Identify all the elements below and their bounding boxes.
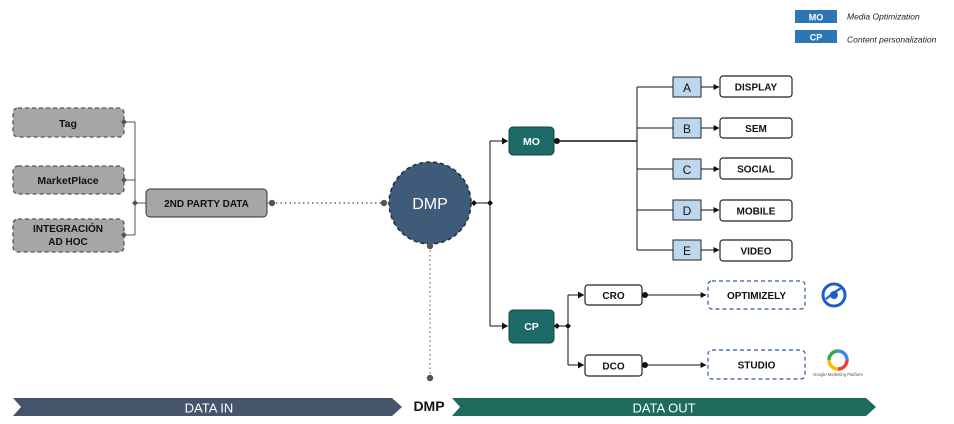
channel-a: A DISPLAY	[672, 75, 793, 98]
legend: MO Media Optimization CP Content persona…	[795, 10, 937, 45]
cp-branch-dco: DCO STUDIO Google Marketing Platform	[584, 349, 863, 380]
data-out-label: DATA OUT	[632, 401, 695, 416]
legend-mo-label: Media Optimization	[847, 12, 920, 22]
google-marketing-platform-logo-icon: Google Marketing Platform	[813, 349, 863, 377]
legend-mo-badge	[795, 10, 837, 23]
optimizely-logo-icon	[821, 282, 847, 308]
channel-e: E VIDEO	[672, 239, 793, 262]
google-marketing-platform-caption: Google Marketing Platform	[813, 372, 863, 377]
dmp-branch-markers	[471, 137, 508, 330]
footer-band: DATA IN DMP DATA OUT	[13, 398, 876, 416]
channel-e-box	[719, 239, 793, 262]
cp-branch-cro: CRO OPTIMIZELY	[584, 280, 847, 310]
channel-b-letter: B	[683, 122, 691, 136]
data-in-label: DATA IN	[185, 401, 234, 416]
source-marketplace-label: MarketPlace	[37, 175, 98, 187]
optimizely-label: OPTIMIZELY	[727, 291, 786, 302]
mo-node-label: MO	[523, 136, 540, 148]
cp-branch-connector	[554, 294, 584, 366]
channel-a-name: DISPLAY	[735, 83, 778, 94]
source-marketplace-box	[12, 165, 125, 195]
channel-c-box	[719, 157, 793, 180]
input-sources: Tag MarketPlace INTEGRACIÓN AD HOC	[12, 107, 125, 253]
sources-connector-dots	[121, 119, 138, 238]
channel-d-letter: D	[683, 204, 692, 218]
dmp-branch-connector	[471, 140, 508, 327]
second-party-data-label: 2ND PARTY DATA	[164, 199, 249, 210]
source-tag-box	[12, 107, 125, 138]
mo-output-dot	[554, 138, 560, 144]
dmp-node-label: DMP	[412, 196, 448, 213]
dmp-down-dot-top	[426, 242, 434, 250]
channel-c-name: SOCIAL	[737, 165, 775, 176]
source-integracion-label-line2: AD HOC	[48, 237, 87, 248]
cp-node-label: CP	[524, 321, 539, 333]
channel-e-letter: E	[683, 244, 691, 258]
legend-cp-badge-text: CP	[810, 33, 823, 43]
channel-b-box	[719, 117, 793, 139]
dmp-input-dot	[380, 199, 388, 207]
legend-cp-badge	[795, 30, 837, 43]
channel-d: D MOBILE	[672, 199, 793, 222]
cro-label: CRO	[602, 291, 624, 302]
source-tag-label: Tag	[59, 118, 77, 130]
studio-label: STUDIO	[738, 361, 776, 372]
channel-d-name: MOBILE	[737, 207, 776, 218]
channel-a-box	[719, 75, 793, 98]
sources-connector	[124, 121, 146, 236]
channel-b-name: SEM	[745, 124, 767, 135]
mo-channel-connector	[554, 86, 673, 251]
channel-d-box	[719, 199, 793, 222]
legend-mo-badge-text: MO	[809, 13, 824, 23]
channel-e-name: VIDEO	[740, 247, 771, 258]
legend-cp-label: Content personalization	[847, 35, 937, 45]
dmp-down-dot-bottom	[426, 374, 434, 382]
dco-box	[584, 354, 643, 377]
dco-label: DCO	[602, 362, 624, 373]
channel-c-letter: C	[683, 163, 692, 177]
data-in-arrow	[13, 398, 402, 416]
source-integracion-label-line1: INTEGRACIÓN	[33, 222, 103, 235]
second-party-connector-dot	[268, 199, 276, 207]
channel-c: C SOCIAL	[672, 157, 793, 180]
footer-dmp-label: DMP	[413, 398, 444, 414]
optimizely-box	[707, 280, 806, 310]
data-out-arrow	[452, 398, 876, 416]
channel-a-letter: A	[683, 81, 691, 95]
cp-branch-markers	[554, 291, 584, 369]
mo-channels: A DISPLAY B SEM C SOCIAL D MOBILE	[672, 75, 793, 262]
studio-box	[707, 349, 806, 380]
channel-b: B SEM	[672, 117, 793, 139]
